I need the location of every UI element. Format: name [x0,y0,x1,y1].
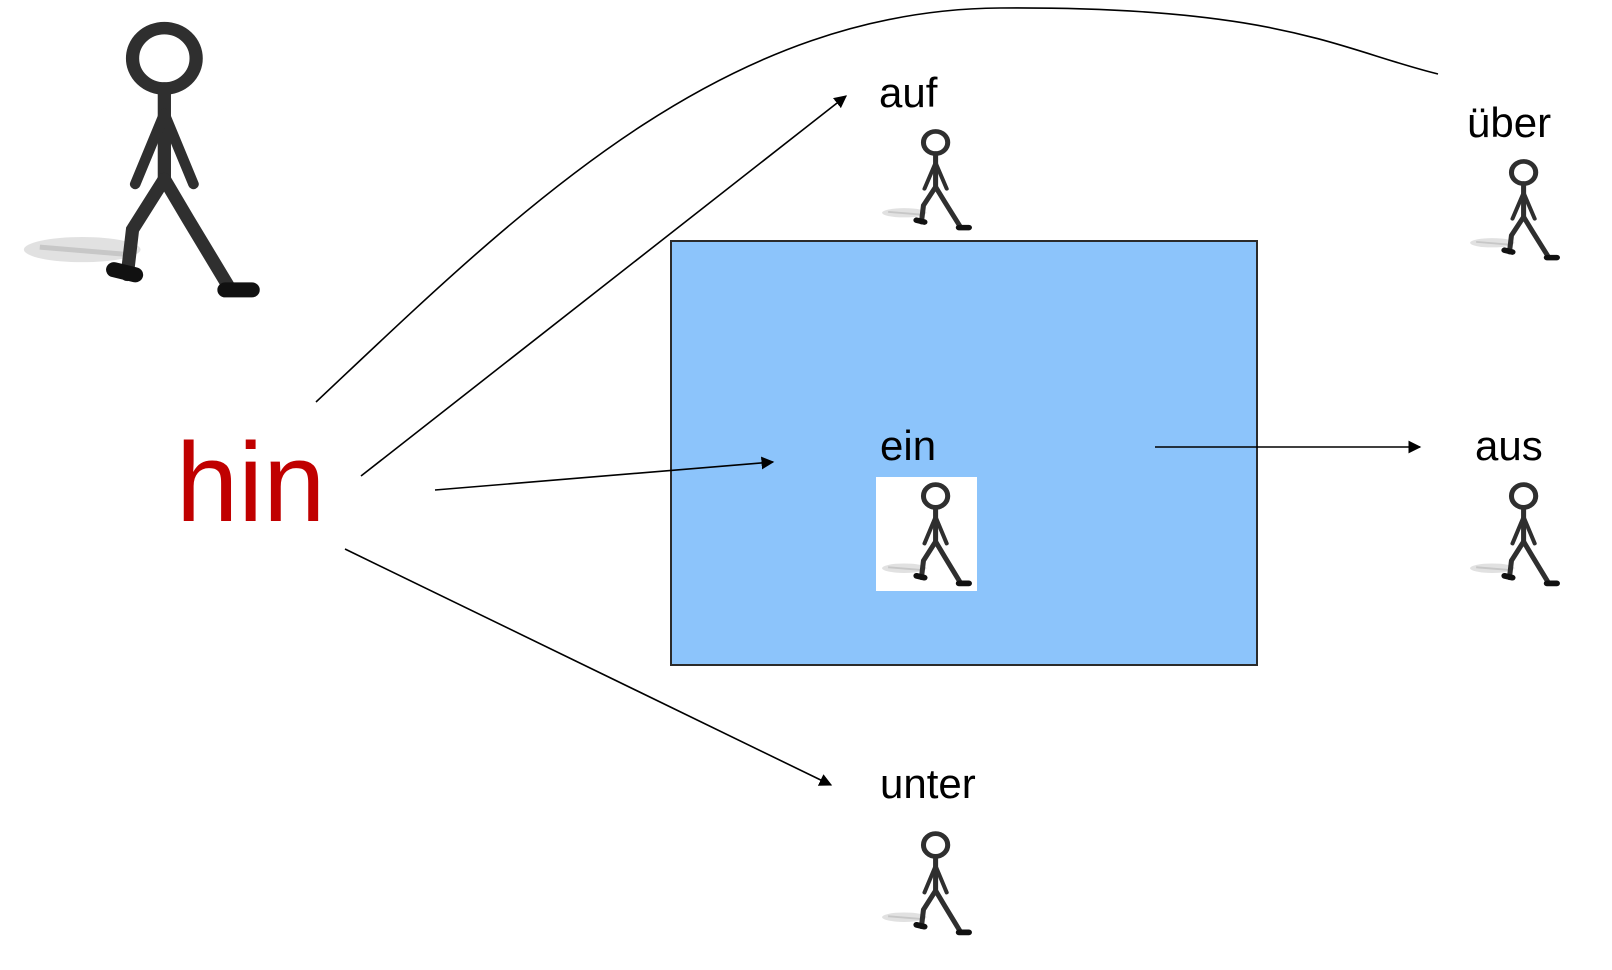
walking-stick-figure-icon [8,8,273,310]
hin-word: hin [176,420,326,545]
container-box [670,240,1258,666]
direction-unter-label: unter [880,760,976,807]
arrow-to-unter [344,548,833,786]
arrow-to-ueber [315,7,1439,403]
direction-aus-label: aus [1475,422,1543,469]
walking-stick-figure-icon [876,124,977,235]
arrow-to-ein [434,456,775,491]
walking-stick-figure-icon [876,826,977,940]
direction-auf-label: auf [879,69,938,116]
walking-stick-figure-icon [876,477,977,591]
direction-ueber-label: über [1467,99,1552,146]
arrow-to-auf [360,95,848,477]
direction-ein-label: ein [880,422,937,469]
walking-stick-figure-icon [1464,154,1565,265]
walking-stick-figure-icon [1464,477,1565,591]
